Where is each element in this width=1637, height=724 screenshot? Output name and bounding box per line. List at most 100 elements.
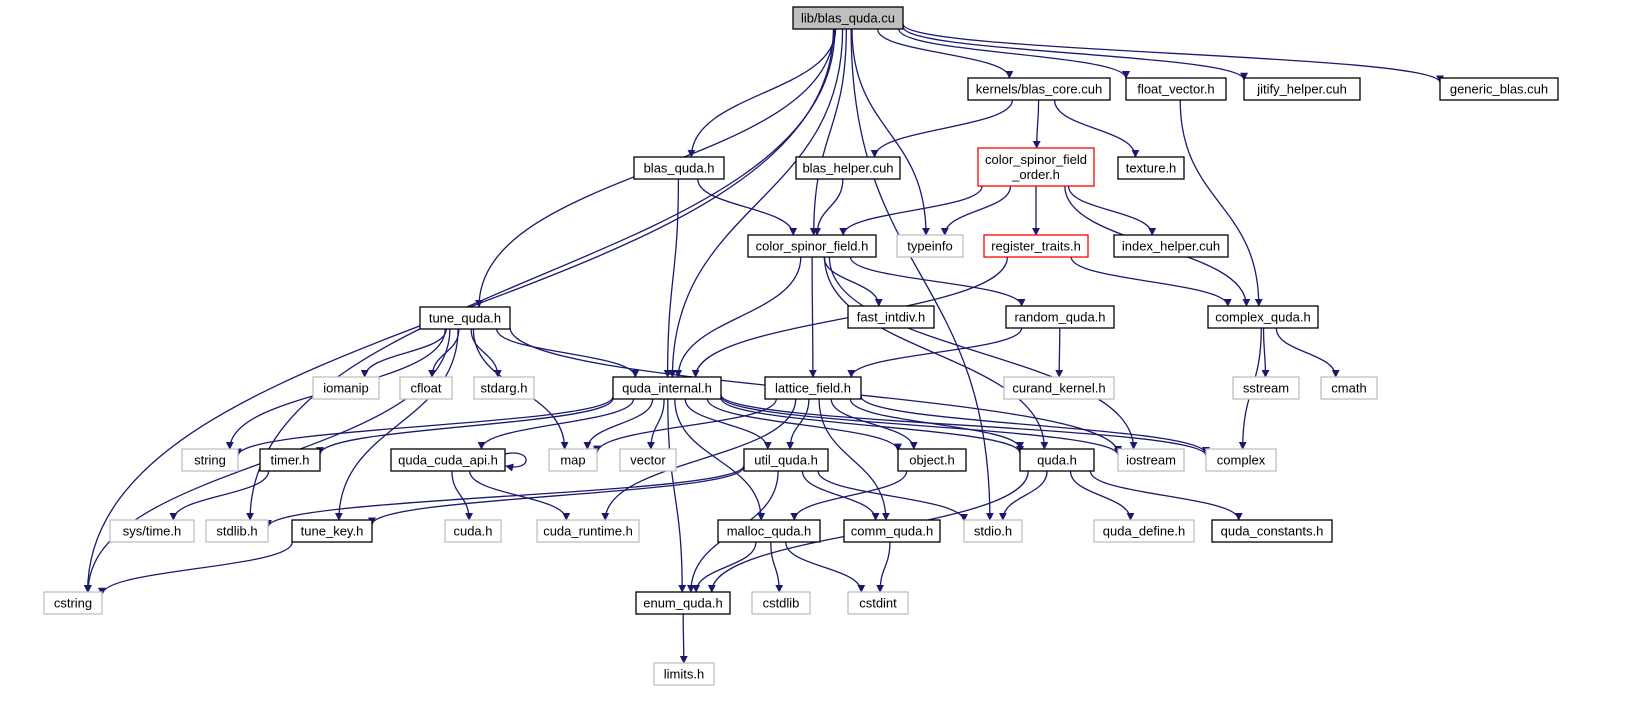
- node-label: _order.h: [1011, 167, 1060, 182]
- edge-blas_helper-to-color_spinor_field: [813, 178, 844, 236]
- node-generic_blas[interactable]: generic_blas.cuh: [1439, 77, 1559, 101]
- node-quda_constants[interactable]: quda_constants.h: [1211, 519, 1333, 543]
- edge-blas_quda_cu-to-kernels_blas_core: [876, 28, 1014, 79]
- node-enum_quda[interactable]: enum_quda.h: [635, 591, 731, 615]
- edge-quda_internal-to-vector: [646, 398, 665, 450]
- node-label: cstring: [54, 596, 92, 611]
- node-box: [390, 448, 506, 472]
- node-fast_intdiv[interactable]: fast_intdiv.h: [847, 305, 935, 329]
- node-blas_quda_cu[interactable]: lib/blas_quda.cu: [792, 6, 904, 30]
- node-label: sys/time.h: [123, 524, 182, 539]
- node-box: [1005, 305, 1115, 329]
- node-random_quda[interactable]: random_quda.h: [1005, 305, 1115, 329]
- node-box: [967, 77, 1111, 101]
- node-box: [1003, 376, 1115, 400]
- node-label: vector: [630, 453, 666, 468]
- node-box: [843, 519, 941, 543]
- node-object[interactable]: object.h: [897, 448, 967, 472]
- node-malloc_quda[interactable]: malloc_quda.h: [717, 519, 821, 543]
- node-label: iostream: [1126, 453, 1176, 468]
- node-box: [548, 448, 598, 472]
- edge-quda_h-to-stdio: [998, 470, 1048, 521]
- node-quda_internal[interactable]: quda_internal.h: [612, 376, 722, 400]
- node-comm_quda[interactable]: comm_quda.h: [843, 519, 941, 543]
- edge-blas_quda_cu-to-typeinfo: [851, 28, 930, 236]
- edge-kernels_blas_core-to-csf_order: [1032, 99, 1041, 149]
- node-util_quda[interactable]: util_quda.h: [743, 448, 829, 472]
- node-box: [444, 519, 502, 543]
- edge-quda_internal-to-enum_quda: [667, 398, 687, 593]
- edge-float_vector-to-complex_quda: [1179, 99, 1263, 307]
- node-quda_cuda_api[interactable]: quda_cuda_api.h: [390, 448, 506, 472]
- node-label: cmath: [1331, 381, 1366, 396]
- node-iomanip: iomanip: [312, 376, 380, 400]
- edge-quda_cuda_api-to-quda_cuda_api: [504, 452, 527, 472]
- node-blas_helper[interactable]: blas_helper.cuh: [795, 156, 901, 180]
- edge-quda_internal-to-quda_cuda_api: [477, 398, 635, 450]
- edge-complex_quda-to-cmath: [1275, 327, 1340, 378]
- node-label: malloc_quda.h: [727, 524, 812, 539]
- edge-tune_quda-to-quda_internal: [496, 328, 640, 378]
- edge-comm_quda-to-cstdint: [876, 541, 891, 593]
- node-box: [1243, 77, 1361, 101]
- node-color_spinor_field[interactable]: color_spinor_field.h: [747, 234, 877, 258]
- node-label: tune_key.h: [301, 524, 364, 539]
- node-index_helper[interactable]: index_helper.cuh: [1113, 234, 1229, 258]
- edge-util_quda-to-tune_key: [368, 466, 745, 526]
- node-label: typeinfo: [907, 239, 953, 254]
- node-complex_quda[interactable]: complex_quda.h: [1207, 305, 1319, 329]
- node-register_traits[interactable]: register_traits.h: [983, 234, 1089, 258]
- node-label: stdio.h: [974, 524, 1012, 539]
- edge-quda_internal-to-map: [583, 398, 654, 450]
- node-box: [1093, 519, 1195, 543]
- node-box: [897, 448, 967, 472]
- edge-blas_quda_h-to-color_spinor_field: [697, 178, 798, 236]
- node-cfloat: cfloat: [399, 376, 453, 400]
- node-lattice_field[interactable]: lattice_field.h: [764, 376, 862, 400]
- edge-tune_quda-to-tune_key: [334, 328, 459, 521]
- node-box: [633, 156, 725, 180]
- edge-color_spinor_field-to-fast_intdiv: [823, 256, 883, 307]
- node-layer: lib/blas_quda.cu kernels/blas_core.cuh flo…: [43, 6, 1559, 686]
- node-box: [743, 448, 829, 472]
- node-box: [259, 448, 321, 472]
- node-kernels_blas_core[interactable]: kernels/blas_core.cuh: [967, 77, 1111, 101]
- node-box: [473, 376, 535, 400]
- node-float_vector[interactable]: float_vector.h: [1125, 77, 1227, 101]
- node-box: [1117, 448, 1185, 472]
- node-tune_key[interactable]: tune_key.h: [291, 519, 373, 543]
- node-box: [1113, 234, 1229, 258]
- node-box: [291, 519, 373, 543]
- edge-quda_internal-to-quda_h: [720, 397, 1024, 454]
- node-label: curand_kernel.h: [1012, 381, 1105, 396]
- edge-lattice_field-to-complex: [860, 395, 1210, 455]
- node-jitify_helper[interactable]: jitify_helper.cuh: [1243, 77, 1361, 101]
- edge-blas_quda_cu-to-blas_quda_h: [687, 28, 837, 158]
- node-blas_quda_h[interactable]: blas_quda.h: [633, 156, 725, 180]
- node-cuda_h: cuda.h: [444, 519, 502, 543]
- node-label: util_quda.h: [754, 453, 818, 468]
- node-quda_h[interactable]: quda.h: [1019, 448, 1095, 472]
- node-tune_quda[interactable]: tune_quda.h: [419, 306, 511, 330]
- edge-kernels_blas_core-to-blas_helper: [870, 99, 1014, 158]
- node-box: [983, 234, 1089, 258]
- node-label: random_quda.h: [1014, 310, 1105, 325]
- node-timer[interactable]: timer.h: [259, 448, 321, 472]
- node-box: [1207, 305, 1319, 329]
- node-csf_order[interactable]: color_spinor_field_order.h: [977, 147, 1095, 187]
- edge-blas_quda_h-to-quda_internal: [663, 178, 680, 378]
- node-box: [896, 234, 964, 258]
- node-cstdlib: cstdlib: [751, 591, 811, 615]
- edge-lattice_field-to-object: [830, 398, 918, 450]
- edge-quda_internal-to-util_quda: [684, 398, 772, 450]
- edge-blas_quda_cu-to-quda_internal: [668, 28, 844, 378]
- edge-csf_order-to-typeinfo: [940, 185, 1012, 236]
- node-texture[interactable]: texture.h: [1117, 156, 1185, 180]
- edge-tune_quda-to-iomanip: [360, 328, 447, 378]
- edge-blas_quda_cu-to-jitify_helper: [902, 26, 1248, 81]
- edge-malloc_quda-to-cstdlib: [770, 541, 784, 593]
- node-map: map: [548, 448, 598, 472]
- node-label: blas_quda.h: [644, 161, 715, 176]
- node-box: [205, 519, 269, 543]
